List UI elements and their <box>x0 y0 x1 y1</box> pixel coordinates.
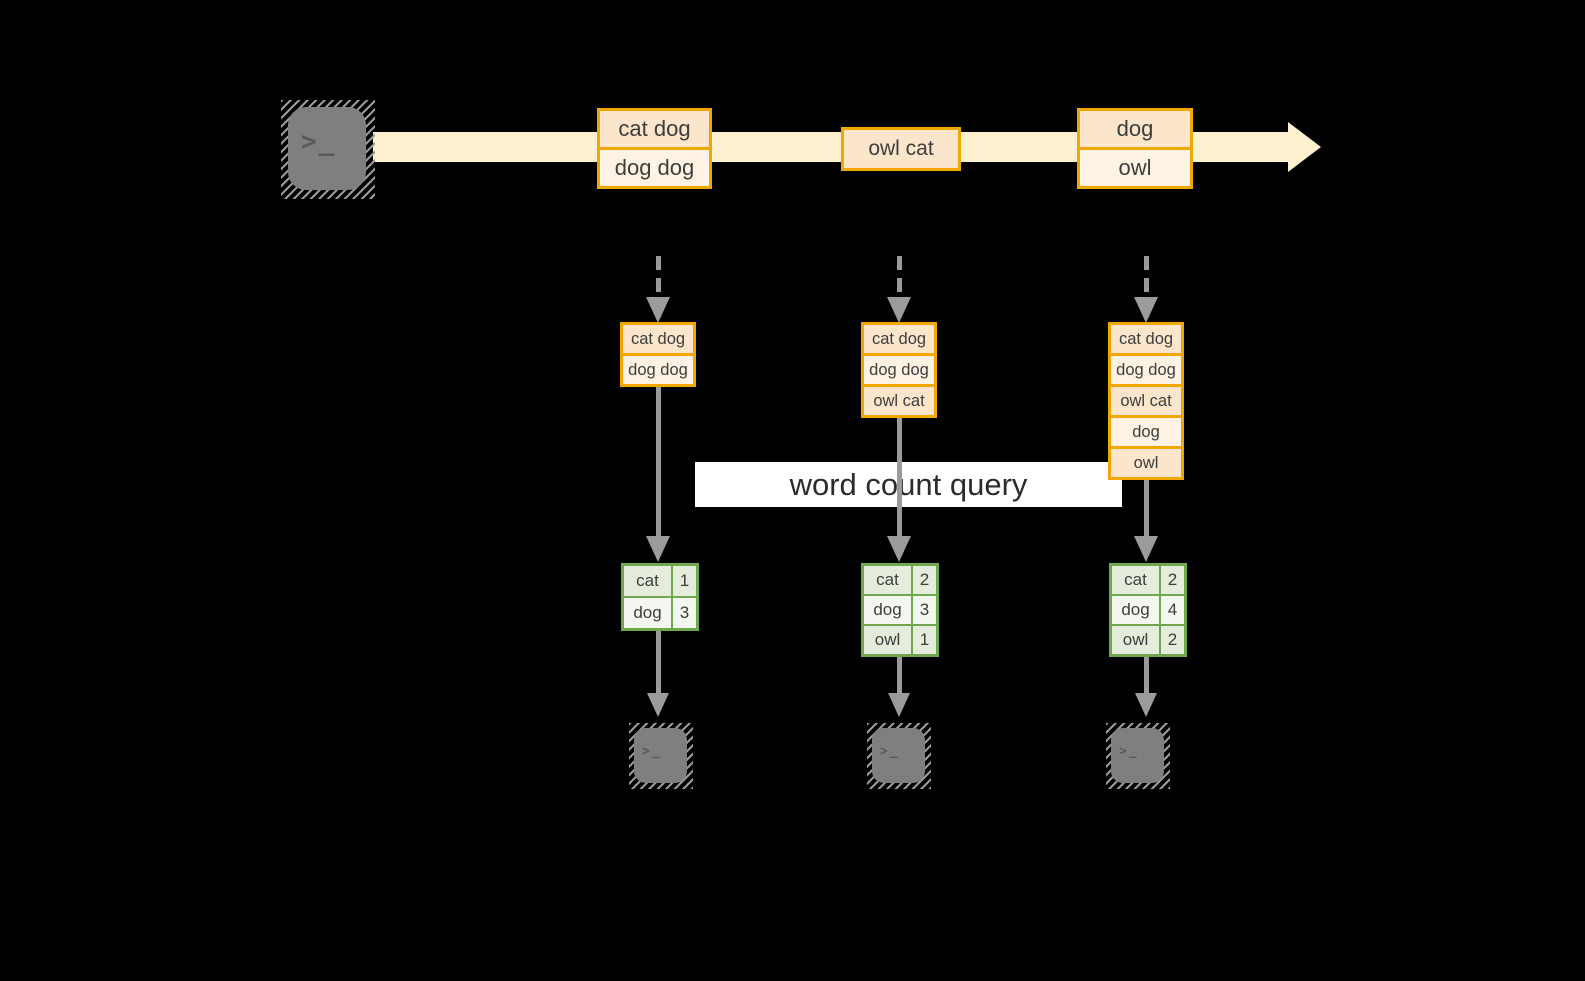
terminal-prompt-icon: >_ <box>642 744 662 759</box>
word-count-table-2: cat 2 dog 3 owl 1 <box>861 563 939 657</box>
terminal-body: >_ <box>288 107 366 190</box>
word-cell: cat <box>624 566 673 596</box>
count-cell: 1 <box>913 626 936 654</box>
count-cell: 2 <box>1161 566 1184 594</box>
word-cell: dog <box>864 596 913 624</box>
batch-line: dog <box>1080 111 1190 147</box>
word-count-table-1: cat 1 dog 3 <box>621 563 699 631</box>
dashed-arrow-line <box>1144 256 1149 298</box>
count-cell: 2 <box>1161 626 1184 654</box>
source-terminal-icon: >_ <box>281 100 375 199</box>
count-cell: 1 <box>673 566 696 596</box>
sink-terminal-icon-1: >_ <box>629 723 693 789</box>
table-row: dog 4 <box>1112 594 1184 624</box>
buffer-line: dog <box>1111 415 1181 446</box>
word-cell: dog <box>1112 596 1161 624</box>
buffer-line: cat dog <box>623 325 693 353</box>
arrow-head-icon <box>646 536 670 562</box>
dashed-arrow-line <box>656 256 661 298</box>
dashed-arrow-head-icon <box>1134 297 1158 323</box>
word-cell: owl <box>1112 626 1161 654</box>
table-row: cat 2 <box>1112 566 1184 594</box>
arrow-line <box>1144 480 1149 537</box>
buffer-line: cat dog <box>864 325 934 353</box>
word-cell: cat <box>864 566 913 594</box>
buffer-line: owl <box>1111 446 1181 477</box>
table-row: dog 3 <box>864 594 936 624</box>
dashed-arrow-head-icon <box>646 297 670 323</box>
arrow-line <box>656 631 661 693</box>
query-label: word count query <box>789 466 1028 502</box>
query-label-banner: word count query <box>695 462 1122 507</box>
stream-batch-2: owl cat <box>841 127 961 171</box>
batch-line: cat dog <box>600 111 709 147</box>
word-cell: dog <box>624 598 673 628</box>
count-cell: 4 <box>1161 596 1184 624</box>
arrow-line <box>897 418 902 537</box>
buffer-line: dog dog <box>623 353 693 384</box>
count-cell: 3 <box>673 598 696 628</box>
word-cell: owl <box>864 626 913 654</box>
batch-line: owl <box>1080 147 1190 186</box>
table-row: owl 2 <box>1112 624 1184 654</box>
batch-line: dog dog <box>600 147 709 186</box>
count-cell: 2 <box>913 566 936 594</box>
arrow-head-icon <box>647 693 669 717</box>
terminal-body: >_ <box>634 728 687 783</box>
input-buffer-2: cat dog dog dog owl cat <box>861 322 937 418</box>
count-cell: 3 <box>913 596 936 624</box>
buffer-line: owl cat <box>864 384 934 415</box>
batch-line: owl cat <box>844 130 958 168</box>
arrow-head-icon <box>887 536 911 562</box>
dashed-arrow-line <box>897 256 902 298</box>
buffer-line: owl cat <box>1111 384 1181 415</box>
table-row: owl 1 <box>864 624 936 654</box>
word-cell: cat <box>1112 566 1161 594</box>
table-row: dog 3 <box>624 596 696 628</box>
buffer-line: cat dog <box>1111 325 1181 353</box>
stream-arrowhead-icon <box>1288 122 1321 172</box>
input-buffer-1: cat dog dog dog <box>620 322 696 387</box>
table-row: cat 1 <box>624 566 696 596</box>
terminal-prompt-icon: >_ <box>301 126 337 157</box>
input-buffer-3: cat dog dog dog owl cat dog owl <box>1108 322 1184 480</box>
word-count-table-3: cat 2 dog 4 owl 2 <box>1109 563 1187 657</box>
arrow-head-icon <box>1134 536 1158 562</box>
buffer-line: dog dog <box>1111 353 1181 384</box>
stream-batch-3: dog owl <box>1077 108 1193 189</box>
terminal-body: >_ <box>1111 728 1164 783</box>
table-row: cat 2 <box>864 566 936 594</box>
buffer-line: dog dog <box>864 353 934 384</box>
arrow-line <box>1144 657 1149 693</box>
stream-batch-1: cat dog dog dog <box>597 108 712 189</box>
terminal-prompt-icon: >_ <box>1119 744 1139 759</box>
arrow-line <box>656 387 661 537</box>
arrow-head-icon <box>1135 693 1157 717</box>
terminal-prompt-icon: >_ <box>880 744 900 759</box>
sink-terminal-icon-2: >_ <box>867 723 931 789</box>
arrow-head-icon <box>888 693 910 717</box>
sink-terminal-icon-3: >_ <box>1106 723 1170 789</box>
arrow-line <box>897 657 902 693</box>
terminal-body: >_ <box>872 728 925 783</box>
dashed-arrow-head-icon <box>887 297 911 323</box>
